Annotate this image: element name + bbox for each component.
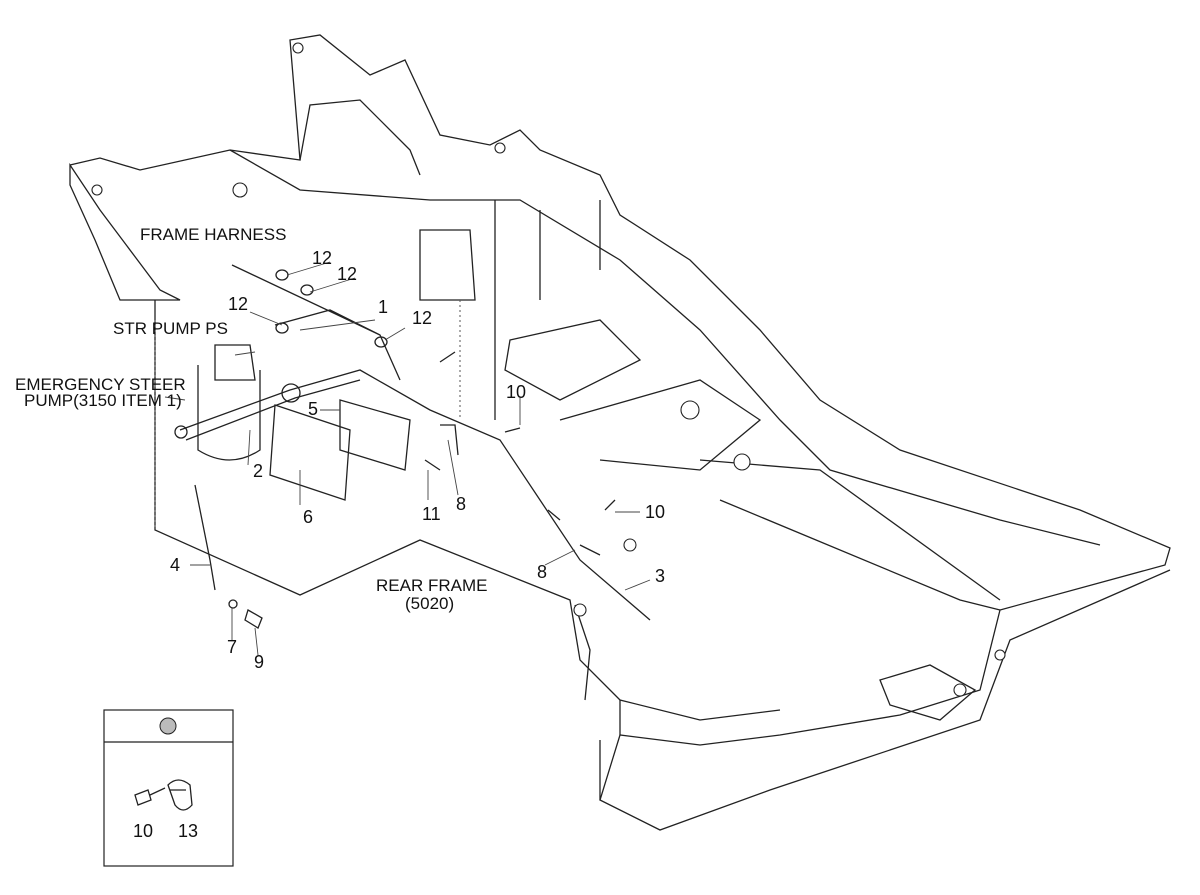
callout-8: 8 xyxy=(537,562,547,582)
callout-9: 9 xyxy=(254,652,264,672)
callout-11: 11 xyxy=(422,504,441,524)
label-rear-frame-1: REAR FRAME xyxy=(376,576,487,595)
callout-10: 10 xyxy=(645,502,665,522)
label-frame-harness: FRAME HARNESS xyxy=(140,225,286,244)
callout-7: 7 xyxy=(227,637,237,657)
callout-2: 2 xyxy=(253,461,263,481)
grommet-symbol-icon xyxy=(159,717,177,735)
callout-8: 8 xyxy=(456,494,466,514)
leader-lines xyxy=(164,261,651,656)
callout-12: 12 xyxy=(228,294,248,314)
callout-12: 12 xyxy=(312,248,332,268)
label-str-pump-ps: STR PUMP PS xyxy=(113,319,228,338)
label-emergency-steer-1: EMERGENCY STEER xyxy=(15,375,186,394)
label-emergency-steer-2: PUMP(3150 ITEM 1) xyxy=(24,391,182,410)
callout-3: 3 xyxy=(655,566,665,586)
label-rear-frame-2: (5020) xyxy=(405,594,454,613)
callout-4: 4 xyxy=(170,555,180,575)
callout-12: 12 xyxy=(412,308,432,328)
callout-1: 1 xyxy=(378,297,388,317)
rear-frame xyxy=(69,34,1171,831)
detail-inset: 10 13 xyxy=(103,709,234,867)
ground-cable xyxy=(194,484,216,591)
grommet xyxy=(281,383,301,403)
callout-10: 10 xyxy=(506,382,526,402)
inset-callout-13: 13 xyxy=(178,821,198,841)
callout-6: 6 xyxy=(303,507,313,527)
components xyxy=(174,264,651,629)
callout-12: 12 xyxy=(337,264,357,284)
hose-assembly xyxy=(179,369,651,621)
inset-callout-10: 10 xyxy=(133,821,153,841)
callout-5: 5 xyxy=(308,399,318,419)
emergency-steer-pump xyxy=(197,365,261,461)
bracket-plate xyxy=(269,404,351,501)
